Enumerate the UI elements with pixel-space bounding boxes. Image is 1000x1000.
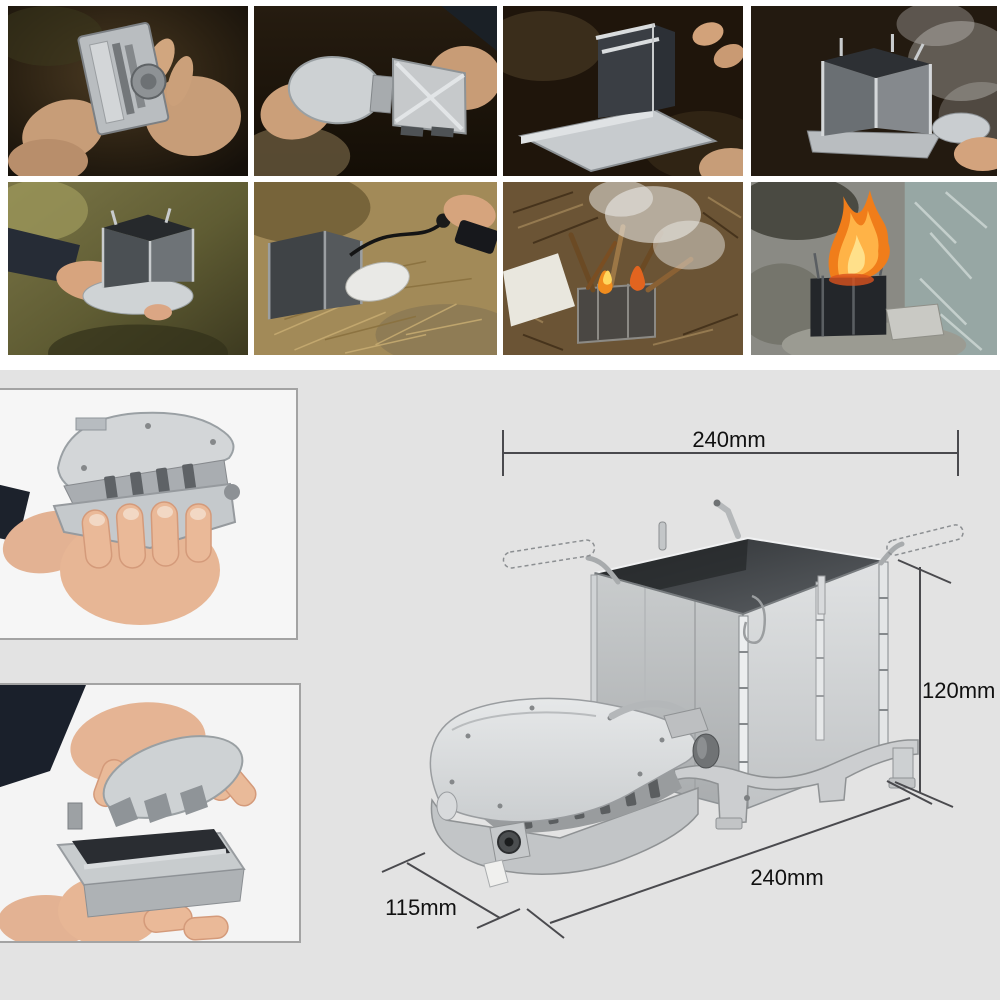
photo-8-scene — [751, 182, 997, 355]
photo-6-scene — [254, 182, 497, 355]
side-photo-2-scene — [0, 685, 299, 941]
dim-bottom-depth — [381, 852, 521, 929]
photo-unfolding-plates — [254, 6, 497, 176]
photo-flaming-stove — [751, 182, 997, 355]
photo-1-scene — [8, 6, 248, 176]
pot-support-pin — [658, 521, 667, 551]
spec-panel: 240mm 120mm 240mm 115mm — [0, 370, 1000, 1000]
base-frame — [673, 739, 919, 830]
blower-unit — [429, 697, 720, 888]
dim-top-width — [502, 430, 959, 476]
photo-assembled-box — [751, 6, 997, 176]
dimension-lines — [381, 430, 959, 939]
height-label: 120mm — [922, 678, 995, 703]
dimension-diagram: 240mm 120mm 240mm 115mm — [381, 427, 995, 939]
photo-raising-panels — [503, 6, 743, 176]
wire-latch-loop — [742, 594, 766, 644]
photo-folded-stove-in-hands — [8, 6, 248, 176]
left-handle — [502, 539, 621, 585]
bent-pot-pin — [714, 500, 741, 539]
photo-5-scene — [8, 182, 248, 355]
photo-2-scene — [254, 6, 497, 176]
photo-smoking-stove — [503, 182, 743, 355]
side-photo-opening-pack — [0, 683, 301, 943]
side-photo-1-scene — [0, 390, 296, 638]
photo-4-scene — [751, 6, 997, 176]
bottom-depth-label: 115mm — [385, 895, 457, 920]
clamp-lever — [608, 700, 690, 720]
side-photo-folded-pack — [0, 388, 298, 640]
photo-3-scene — [503, 6, 743, 176]
right-handle — [878, 524, 964, 566]
dim-bottom-length — [526, 780, 933, 939]
bottom-length-label: 240mm — [750, 865, 823, 890]
photo-battery-cable — [254, 182, 497, 355]
fold-out-foot — [483, 859, 509, 888]
stove-render — [429, 499, 964, 888]
photo-carrying-stove — [8, 182, 248, 355]
top-width-label: 240mm — [692, 427, 765, 452]
dim-height — [894, 559, 954, 808]
photo-7-scene — [503, 182, 743, 355]
